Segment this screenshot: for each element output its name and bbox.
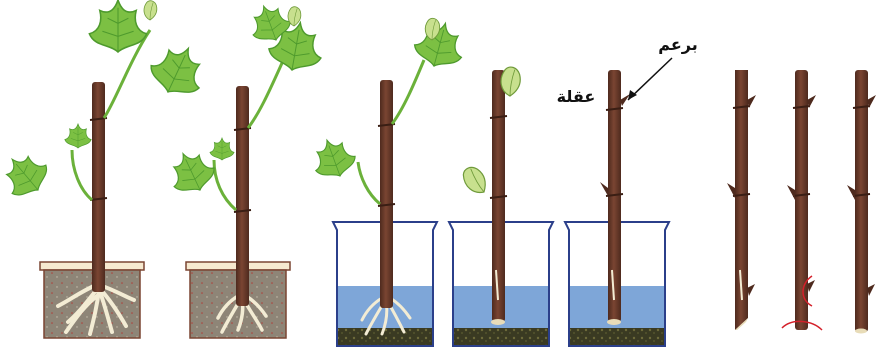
- bud-node: [847, 185, 855, 200]
- bud-node: [807, 280, 815, 292]
- leaf: [0, 145, 55, 204]
- stage-cutting-plain: [847, 70, 876, 334]
- stage-cutting-marked-cut: [782, 70, 822, 330]
- leaf: [65, 124, 91, 148]
- stage-water-cutting: برعم عقلة: [557, 35, 698, 346]
- stem: [855, 70, 868, 332]
- bud-node: [747, 284, 755, 296]
- leaf: [501, 67, 520, 96]
- leaf: [144, 1, 157, 20]
- leaf: [307, 133, 359, 183]
- stem: [236, 86, 249, 306]
- gravel: [569, 328, 665, 346]
- stem: [380, 80, 393, 308]
- gravel: [453, 328, 549, 346]
- leaf: [210, 138, 234, 160]
- leaf: [144, 37, 212, 103]
- leaf: [89, 0, 146, 52]
- stage-water-callus-leaves: [449, 67, 553, 346]
- cutting-label: عقلة: [557, 87, 596, 106]
- bud-node: [787, 185, 795, 200]
- gravel: [337, 328, 433, 346]
- stage-cutting-slanted-base: [727, 70, 756, 330]
- stage-water-rooted: [307, 17, 468, 346]
- bud-label: برعم: [658, 35, 697, 54]
- stem: [795, 70, 808, 330]
- leaf: [459, 163, 492, 197]
- bud-node: [867, 284, 875, 296]
- stem: [92, 82, 105, 292]
- bud-node: [600, 182, 608, 196]
- leaf: [288, 7, 301, 26]
